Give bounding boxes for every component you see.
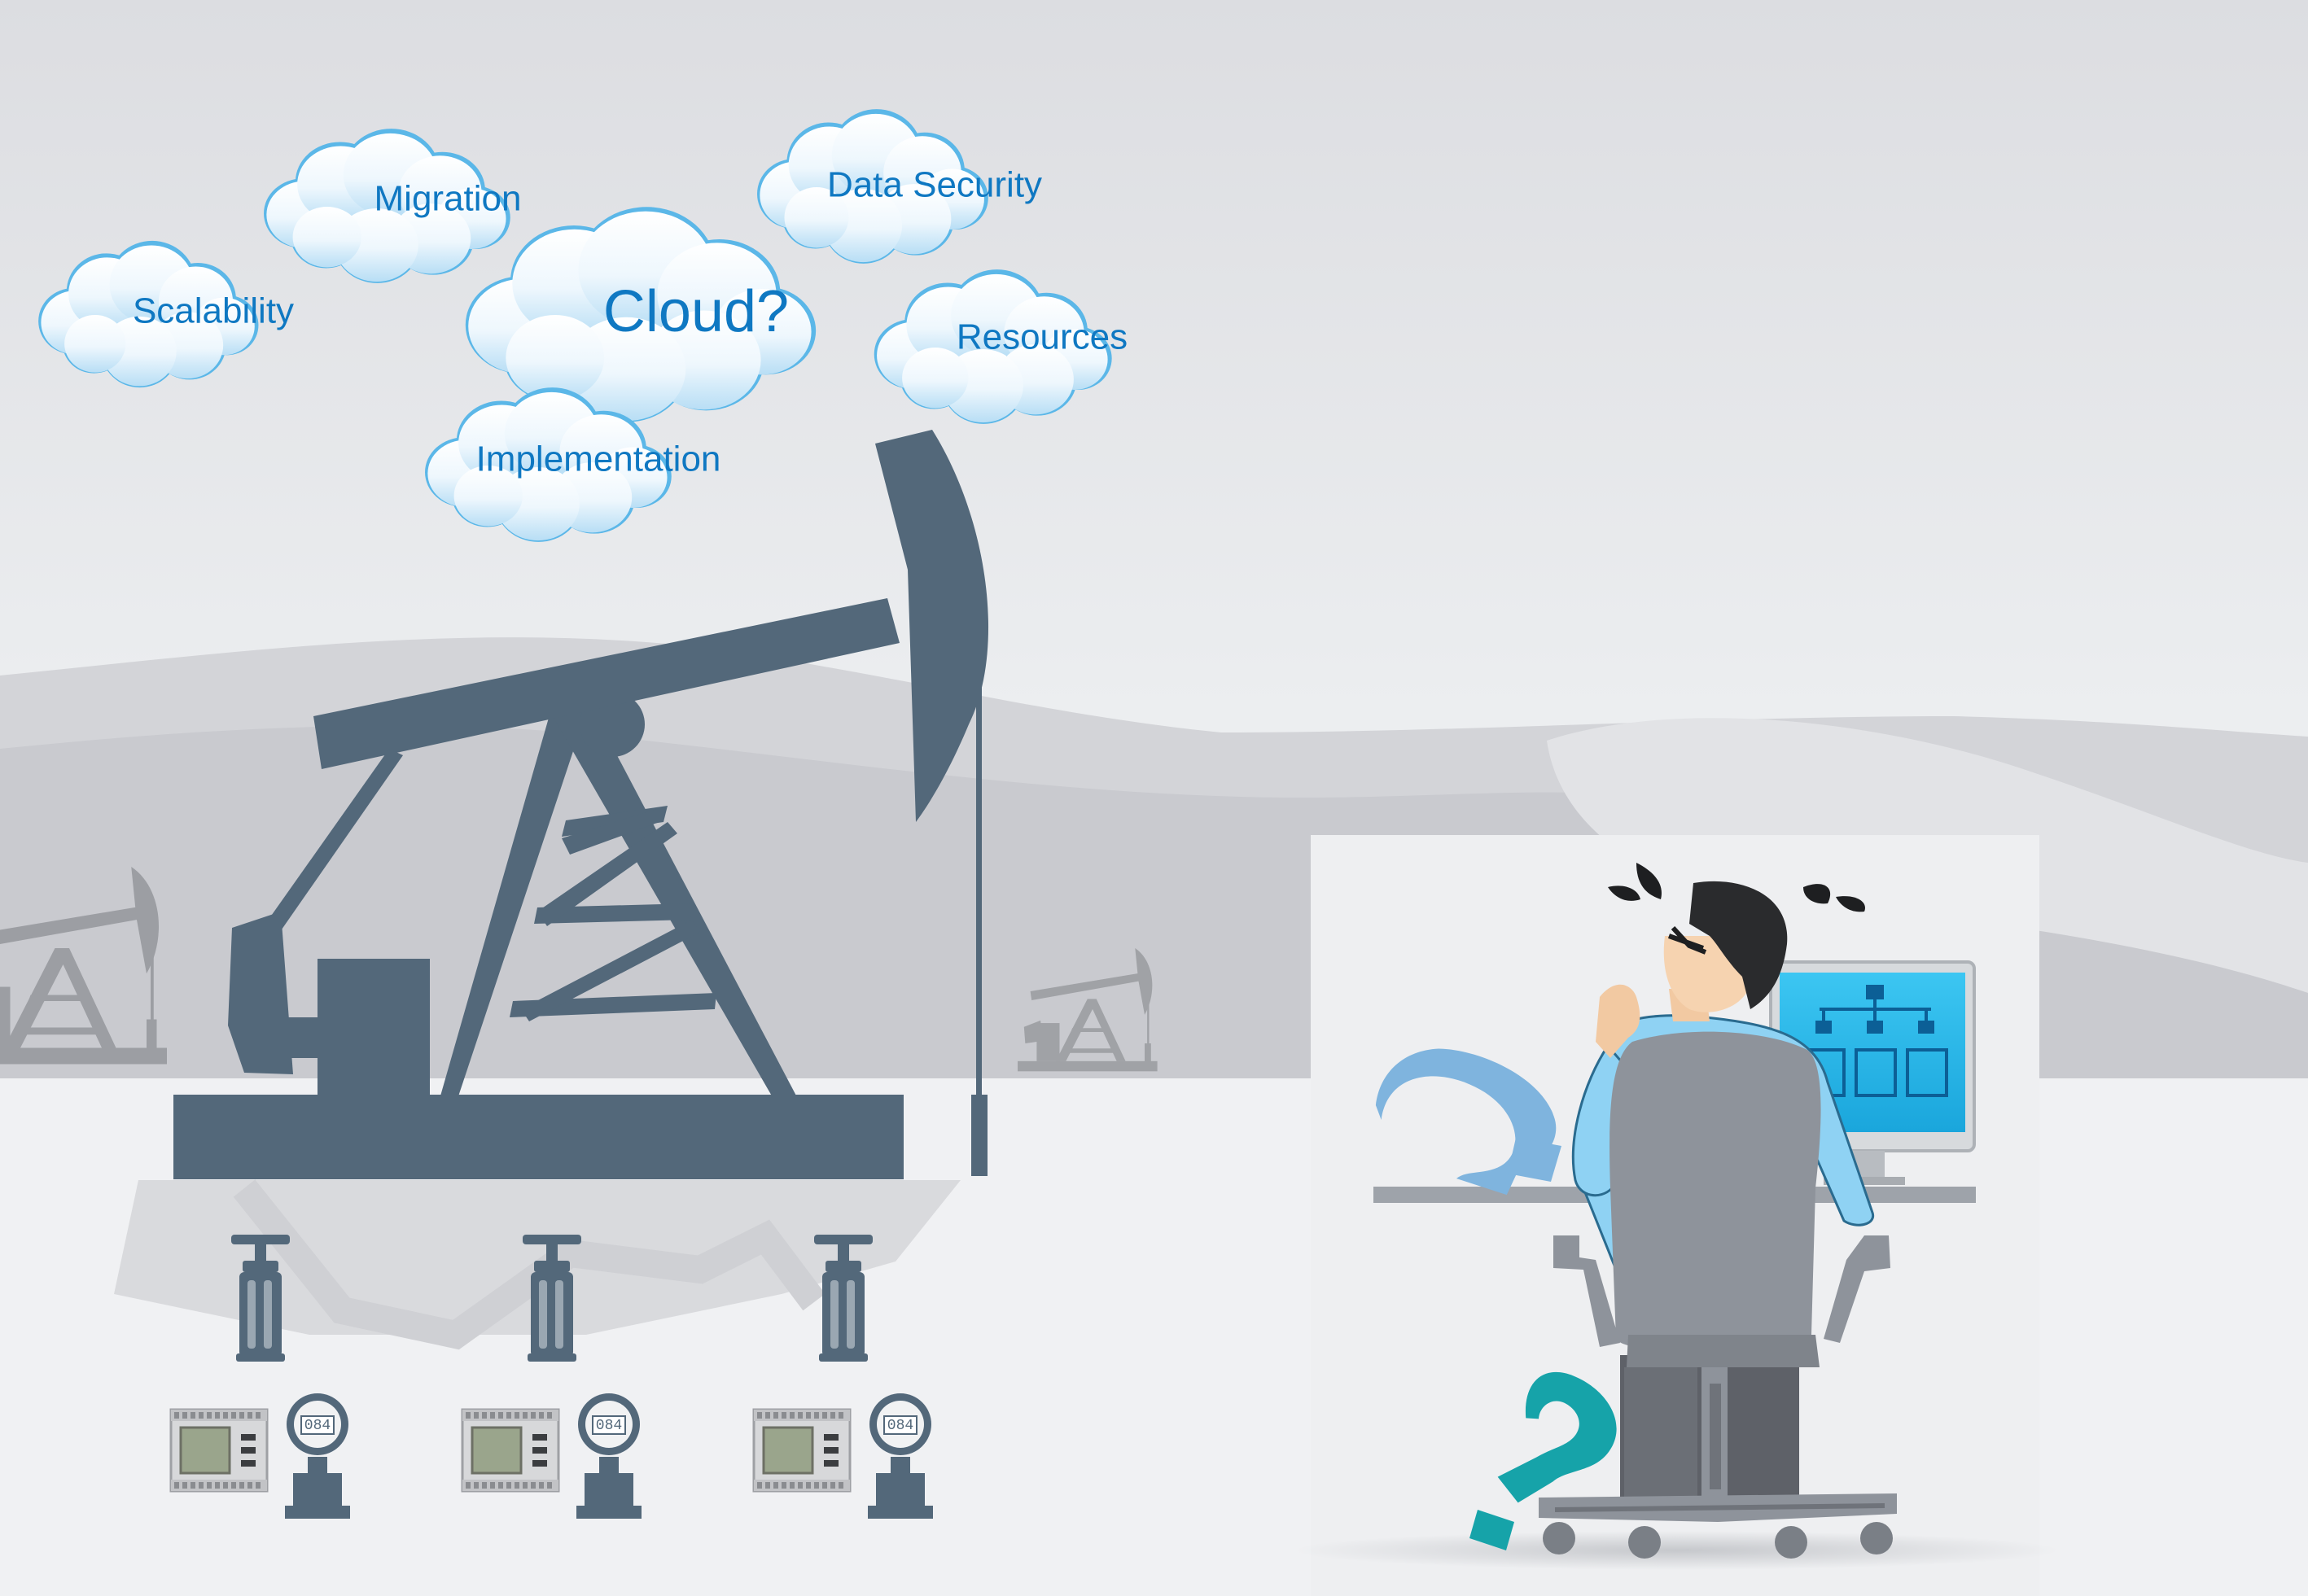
cloud-main: Cloud? (465, 207, 817, 422)
question-mark-icon (1469, 1371, 1617, 1550)
cloud-migration: Migration (264, 129, 521, 283)
gauge-reading: 084 (887, 1418, 913, 1434)
office-floor-shadow (1294, 1531, 2060, 1570)
cloud-implementation: Implementation (425, 387, 720, 542)
cloud-data-security: Data Security (757, 109, 1042, 264)
cloud-label-implementation: Implementation (476, 439, 721, 479)
pump-jack-icon (173, 430, 989, 1179)
cloud-label-resources: Resources (957, 317, 1128, 357)
cloud-resources: Resources (874, 269, 1128, 424)
pressure-gauge-icon: 084 (284, 1393, 351, 1519)
sweat-drop-icon (1836, 896, 1865, 912)
gauge-reading: 084 (304, 1418, 331, 1434)
hand (1596, 984, 1640, 1058)
glasses (1667, 925, 1707, 955)
sweat-drop-icon (1608, 885, 1640, 901)
cloud-label-migration: Migration (374, 179, 522, 219)
cloud-scalability: Scalability (38, 240, 294, 388)
hair (1689, 881, 1788, 1009)
sweat-drop-icon (1803, 884, 1831, 904)
question-mark-icon (1375, 1048, 1561, 1196)
pump-jack-shadow-frame (233, 1179, 826, 1350)
plc-controller-icon (169, 1408, 269, 1493)
pressure-gauge-icon: 084 (867, 1393, 934, 1519)
sweat-drop-icon (1636, 863, 1662, 899)
gauge-reading: 084 (596, 1418, 622, 1434)
plc-controller-icon (752, 1408, 852, 1493)
cloud-label-main: Cloud? (603, 279, 789, 344)
office-chair-icon (1539, 1031, 1897, 1559)
cloud-label-data-security: Data Security (827, 165, 1042, 205)
pressure-gauge-icon: 084 (576, 1393, 642, 1519)
plc-controller-icon (461, 1408, 560, 1493)
cloud-label-scalability: Scalability (133, 291, 294, 331)
